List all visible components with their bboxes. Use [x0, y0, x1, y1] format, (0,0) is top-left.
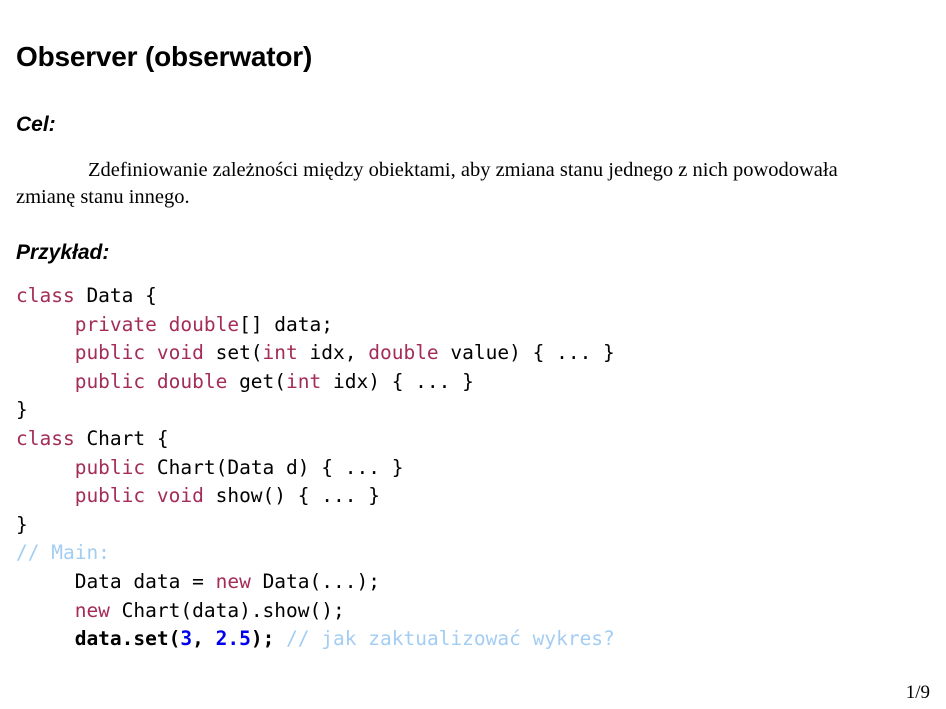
- code-token-plain: [16, 627, 75, 650]
- code-token-plain: Chart(data).show();: [109, 598, 345, 622]
- code-token-plain: show() { ... }: [203, 484, 380, 508]
- code-token-plain: get(: [227, 369, 287, 393]
- goal-paragraph: Zdefiniowanie zależności między obiektam…: [16, 159, 838, 208]
- code-token-plain: idx,: [297, 341, 369, 365]
- code-token-plain: [16, 370, 75, 393]
- code-token-plain: Data(...);: [250, 569, 380, 593]
- section-heading-example: Przykład:: [16, 241, 110, 264]
- code-token-kw: public void: [74, 484, 204, 508]
- code-token-kw: int: [286, 369, 322, 393]
- code-token-kw: public: [74, 455, 146, 479]
- code-line: new Chart(data).show();: [16, 597, 615, 626]
- code-token-plain: }: [16, 398, 28, 422]
- code-token-plain: [16, 341, 75, 364]
- code-token-bold: data.set(: [74, 627, 181, 651]
- code-token-plain: [16, 484, 75, 507]
- code-line: }: [16, 396, 615, 425]
- code-token-plain: }: [16, 512, 28, 536]
- code-token-plain: set(: [203, 341, 263, 365]
- code-token-plain: idx) { ... }: [321, 369, 474, 393]
- code-block: class Data { private double[] data; publ…: [16, 282, 615, 654]
- code-token-plain: Chart(Data d) { ... }: [145, 455, 404, 479]
- code-line: public double get(int idx) { ... }: [16, 368, 615, 397]
- code-token-plain: [16, 456, 75, 479]
- code-token-kw: class: [16, 284, 75, 307]
- code-token-kw: class: [16, 426, 75, 450]
- code-line: data.set(3, 2.5); // jak zaktualizować w…: [16, 625, 615, 654]
- code-token-kw: public void: [74, 341, 204, 365]
- page-number: 1/9: [905, 682, 930, 703]
- code-token-plain: Data data =: [16, 569, 216, 593]
- code-line: }: [16, 511, 615, 540]
- code-token-plain: [] data;: [239, 312, 333, 336]
- page-title: Observer (obserwator): [16, 41, 313, 72]
- code-token-kw: int: [262, 341, 298, 365]
- code-token-kw: public double: [74, 369, 228, 393]
- code-line: private double[] data;: [16, 311, 615, 340]
- code-token-plain: [16, 313, 75, 336]
- code-token-kw: private double: [74, 312, 240, 336]
- code-token-num: 2.5: [215, 627, 251, 651]
- code-line: // Main:: [16, 539, 615, 568]
- code-line: Data data = new Data(...);: [16, 568, 615, 597]
- code-token-plain: Chart {: [74, 426, 169, 450]
- code-token-plain: value) { ... }: [438, 341, 615, 365]
- code-token-bold: ,: [192, 627, 216, 651]
- code-token-kw: double: [368, 341, 439, 365]
- code-line: public Chart(Data d) { ... }: [16, 454, 615, 483]
- code-token-kw: new: [215, 569, 251, 593]
- code-token-cmt: // Main:: [16, 541, 110, 565]
- code-token-plain: Data {: [74, 284, 157, 307]
- code-token-cmt: // jak zaktualizować wykres?: [274, 627, 615, 651]
- code-token-num: 3: [180, 627, 193, 651]
- code-token-plain: [16, 599, 75, 622]
- code-line: public void set(int idx, double value) {…: [16, 339, 615, 368]
- section-heading-goal: Cel:: [16, 113, 56, 136]
- code-token-kw: new: [74, 598, 110, 622]
- code-line: class Data {: [16, 282, 615, 311]
- code-line: class Chart {: [16, 425, 615, 454]
- code-token-bold: );: [250, 627, 275, 651]
- code-line: public void show() { ... }: [16, 482, 615, 511]
